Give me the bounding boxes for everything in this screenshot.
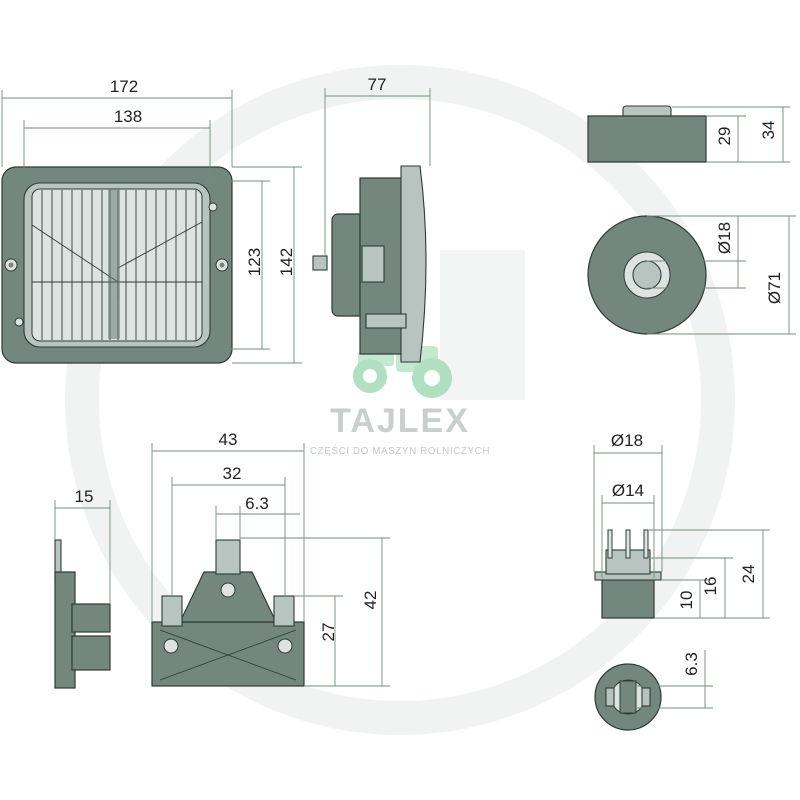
- cap-hole: [632, 260, 662, 290]
- dim-label: 32: [223, 464, 242, 483]
- dim-label: 142: [277, 248, 296, 276]
- bulb-pin: [607, 529, 613, 559]
- dim-label: 42: [361, 591, 380, 610]
- dimension-lamp-height-total: 142: [232, 166, 302, 364]
- socket-pin-right: [273, 595, 295, 627]
- dim-label: Ø18: [715, 222, 734, 254]
- lamp-bezel: [400, 165, 427, 363]
- watermark-ring: [65, 65, 735, 735]
- dimension-socket-tab-width: 6.3: [215, 494, 300, 540]
- adjust-screw-icon: [14, 317, 24, 327]
- socket-pin-left: [161, 595, 183, 627]
- dimension-socket-height-total: 42: [240, 537, 390, 686]
- lamp-clip: [365, 313, 407, 329]
- dim-label: 77: [368, 75, 387, 94]
- watermark-brand: TAJLEX: [330, 402, 470, 440]
- dimension-bulb-pins-h: 16: [648, 557, 733, 618]
- dimension-bulb-pin-span: Ø14: [601, 481, 655, 578]
- dimension-cap-height-body: 29: [706, 115, 790, 163]
- dim-label: 138: [114, 107, 142, 126]
- lamp-terminal: [312, 255, 328, 271]
- dim-label: 10: [677, 591, 696, 610]
- dim-label: 29: [715, 127, 734, 146]
- dimension-socket-width-pins: 32: [171, 464, 286, 596]
- adjust-screw-icon: [208, 202, 218, 212]
- dim-label: 123: [245, 248, 264, 276]
- dim-label: 6.3: [682, 652, 701, 676]
- dim-label: 27: [319, 623, 338, 642]
- lens-prism-lines: [31, 190, 203, 340]
- dimension-cap-outer-dia: Ø71: [647, 215, 796, 335]
- headlamp-front-view: [1, 166, 233, 364]
- bulb-base: [601, 577, 655, 619]
- dimension-socket-plate-depth: 15: [54, 487, 111, 604]
- dimension-bulb-slot-w: 6.3: [636, 650, 713, 709]
- dimension-socket-width-total: 43: [151, 430, 305, 622]
- dimension-lamp-depth: 77: [324, 75, 431, 256]
- cap-side-view: [587, 105, 707, 163]
- dimension-bulb-base-dia: Ø18: [593, 431, 663, 572]
- dim-label: Ø14: [612, 481, 644, 500]
- socket-pin-center: [215, 539, 241, 575]
- cap-front-view: [587, 215, 707, 335]
- dimension-lamp-width-total: 172: [1, 77, 233, 167]
- dimension-lamp-width-inner: 138: [23, 107, 211, 183]
- dim-label: 16: [701, 577, 720, 596]
- bulb-side-view: [594, 529, 662, 619]
- dim-label: 6.3: [245, 494, 269, 513]
- dim-label: Ø71: [765, 272, 784, 304]
- socket-rivet: [163, 638, 179, 654]
- dimension-cap-hole-dia: Ø18: [647, 216, 746, 289]
- socket-rivet: [277, 638, 293, 654]
- socket-boss: [71, 603, 111, 633]
- socket-side-view: [54, 539, 111, 689]
- watermark-tagline: CZĘŚCI DO MASZYN ROLNICZYCH: [310, 444, 490, 457]
- dimension-lamp-height-inner: 123: [205, 180, 270, 350]
- tractor-logo: [353, 346, 452, 398]
- dim-label: 34: [759, 121, 778, 140]
- dimension-cap-height-total: 34: [672, 106, 790, 162]
- socket-front-view: [151, 539, 305, 687]
- socket-rivet: [220, 582, 236, 598]
- dim-label: 43: [219, 430, 238, 449]
- bulb-pin: [643, 529, 649, 559]
- bulb-pin: [625, 529, 631, 559]
- bulb-key: [605, 687, 615, 707]
- bulb-bottom-view: [594, 663, 662, 731]
- dimension-bulb-total-h: 24: [648, 529, 770, 618]
- watermark: TAJLEX CZĘŚCI DO MASZYN ROLNICZYCH: [65, 65, 735, 735]
- dimension-bulb-collar-h: 10: [654, 579, 770, 619]
- dim-label: Ø18: [611, 431, 643, 450]
- dim-label: 15: [75, 487, 94, 506]
- socket-base: [151, 621, 305, 687]
- headlamp-side-view: [312, 165, 427, 363]
- cap-body: [587, 115, 707, 163]
- dim-label: 172: [110, 77, 138, 96]
- bulb-slot: [619, 680, 637, 714]
- bulb-key: [641, 687, 651, 707]
- lens-center-band: [108, 189, 120, 339]
- dimension-socket-height-pins: 27: [294, 595, 390, 687]
- dim-label: 24: [739, 565, 758, 584]
- watermark-g-bar: [440, 250, 525, 400]
- lamp-connector: [361, 245, 385, 283]
- socket-boss: [71, 635, 111, 671]
